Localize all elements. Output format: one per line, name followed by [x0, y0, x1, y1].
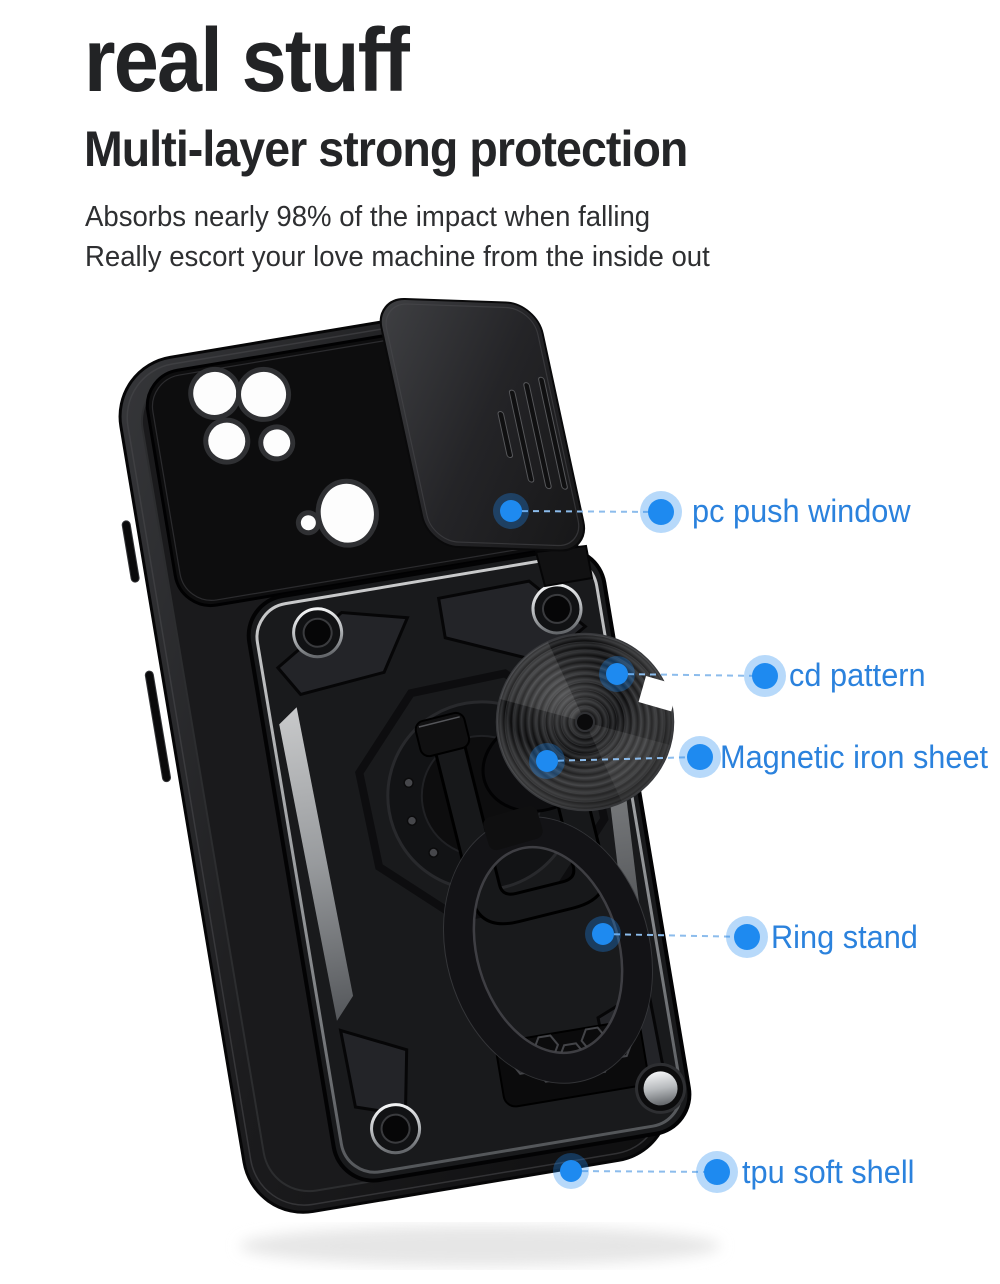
callout-label-dot [704, 1159, 730, 1185]
callout-product-dot [606, 663, 628, 685]
silver-blade-left [279, 707, 354, 1021]
cover-rail-tab [534, 544, 594, 588]
camera-hole [258, 424, 296, 462]
callout-label-dot [734, 924, 760, 950]
callout-cd-pattern [599, 655, 786, 697]
callout-product-dot [592, 923, 614, 945]
drop-shadow [240, 1226, 720, 1266]
callout-line [602, 933, 748, 938]
ring-stand [443, 805, 653, 1084]
callout-ring-stand [585, 916, 768, 958]
callout-label-pc-push-window: pc push window [692, 493, 911, 529]
corner-screw [531, 583, 583, 635]
callout-product-dot [560, 1160, 582, 1182]
sensor-hole [315, 478, 379, 548]
callout-label-dot [648, 499, 674, 525]
camera-slide-cover [379, 298, 586, 552]
callout-pc-push-window [493, 491, 682, 533]
camera-hole [203, 417, 251, 465]
callouts [493, 491, 786, 1193]
corner-screw [370, 1103, 422, 1155]
callout-label-magnetic-iron-sheet: Magnetic iron sheet [720, 739, 989, 775]
disc-notch [638, 675, 679, 712]
callout-line [616, 673, 766, 677]
camera-holes [188, 366, 379, 548]
disc-hub [575, 712, 595, 732]
corner-screw [292, 607, 344, 659]
ring-connector [483, 805, 543, 851]
callout-label-tpu-soft-shell: tpu soft shell [742, 1154, 915, 1190]
page-subtitle: Multi-layer strong protection [84, 121, 688, 177]
camera-hole [236, 366, 292, 422]
callout-product-dot [536, 750, 558, 772]
side-button [144, 670, 171, 783]
callout-label-dot [752, 663, 778, 689]
callout-label-dot [687, 744, 713, 770]
callout-tpu-soft-shell [553, 1151, 738, 1193]
callout-line [570, 1170, 718, 1173]
cover-grip-lines [497, 376, 568, 490]
callout-line [510, 510, 662, 513]
callout-line [546, 756, 701, 762]
page-title: real stuff [84, 11, 410, 111]
corner-screw [635, 1062, 687, 1114]
callout-label-cd-pattern: cd pattern [789, 657, 926, 693]
side-button [121, 520, 140, 583]
callout-product-dot [500, 500, 522, 522]
description-line-1: Absorbs nearly 98% of the impact when fa… [85, 201, 651, 233]
description-line-2: Really escort your love machine from the… [85, 241, 710, 273]
cd-pattern-disc [495, 632, 679, 812]
corner-screws [292, 583, 687, 1155]
callout-magnetic-iron-sheet [529, 736, 721, 779]
side-buttons [121, 520, 171, 783]
callout-label-ring-stand: Ring stand [771, 919, 918, 955]
